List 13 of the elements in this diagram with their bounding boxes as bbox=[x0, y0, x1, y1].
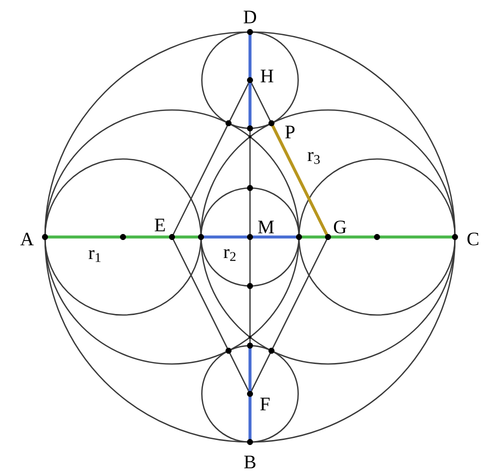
point-label: P bbox=[285, 126, 295, 138]
point-label: F bbox=[260, 398, 270, 410]
point-label: G bbox=[334, 220, 346, 234]
point-label: C bbox=[467, 232, 478, 246]
point-label: r$_{3}$ bbox=[308, 152, 320, 164]
point-label: r$_{1}$ bbox=[88, 250, 100, 262]
point-label: D bbox=[244, 10, 256, 24]
point-label: M bbox=[258, 220, 274, 234]
point-label: r$_{2}$ bbox=[224, 249, 236, 261]
point-label: B bbox=[244, 456, 256, 468]
point-label: H bbox=[260, 70, 274, 82]
point-label: E bbox=[154, 218, 165, 232]
point-label: A bbox=[20, 232, 34, 246]
